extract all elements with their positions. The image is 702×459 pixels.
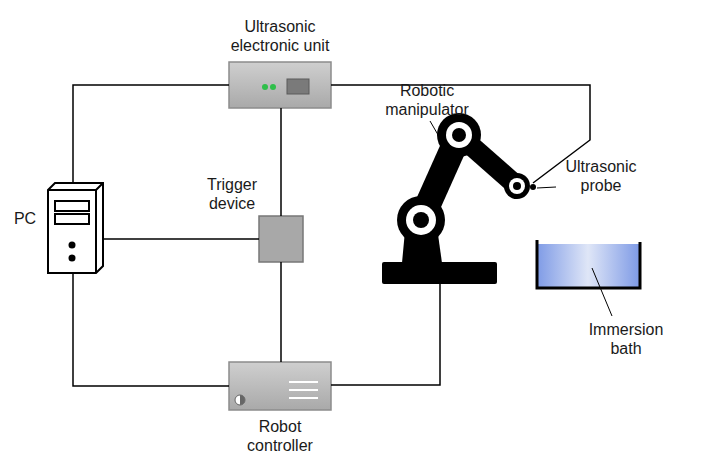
connector-wire: [280, 108, 282, 216]
leader-line: [430, 121, 448, 152]
pc-node: PC: [48, 183, 103, 273]
trigger-box: [259, 216, 303, 262]
node-label: Robot controller: [235, 417, 325, 455]
robot-controller-box: [229, 362, 331, 410]
connector-wire: [280, 262, 282, 362]
pc-tower: [48, 183, 103, 273]
trigger-node: Trigger device: [259, 216, 303, 262]
node-label: Ultrasonic electronic unit: [209, 17, 351, 55]
part-label: Robotic manipulator: [372, 81, 482, 119]
part-label: Ultrasonic probe: [558, 157, 644, 195]
leader-line: [592, 268, 612, 316]
electronic-unit-node: Ultrasonic electronic unit: [229, 62, 331, 108]
node-label: Trigger device: [192, 175, 272, 213]
part-label: Immersion bath: [578, 320, 674, 358]
robot-arm: [382, 113, 536, 284]
connector-wire: [73, 273, 229, 386]
robot-controller-node: Robot controller: [229, 362, 331, 410]
connector-wire: [73, 85, 229, 183]
probe-cable: [331, 85, 590, 183]
electronic-unit: [229, 62, 331, 108]
immersion-bath: [537, 240, 640, 288]
leader-line: [537, 187, 556, 188]
node-label: PC: [8, 209, 42, 228]
connector-wire: [103, 238, 259, 240]
robot-cable: [331, 284, 440, 385]
